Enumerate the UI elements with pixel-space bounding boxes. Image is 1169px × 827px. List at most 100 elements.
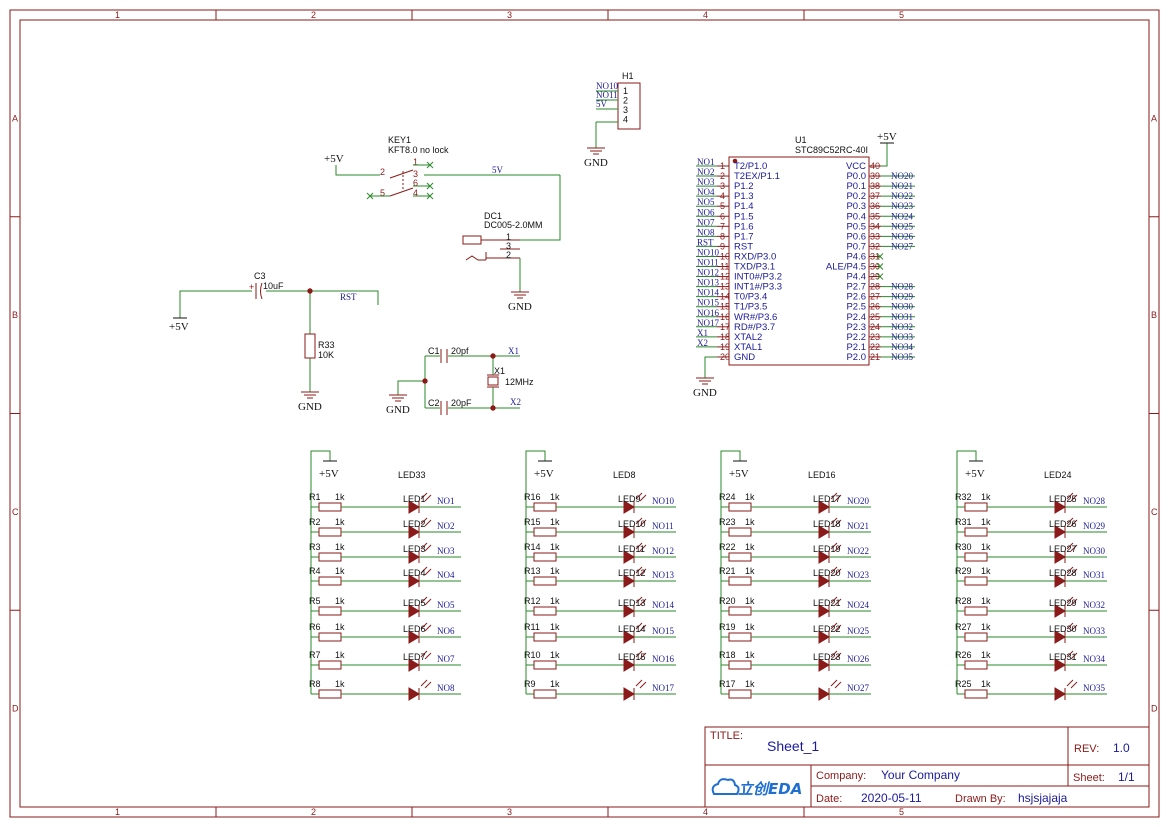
led-diode bbox=[623, 550, 635, 564]
grid-col-label: 3 bbox=[507, 807, 512, 817]
mcu-pin-number: 8 bbox=[720, 231, 725, 241]
grid-col-label: 2 bbox=[311, 10, 316, 20]
resistor-value: 1k bbox=[745, 596, 755, 606]
gnd-label: GND bbox=[298, 401, 322, 413]
mcu-pin-name: TXD/P3.1 bbox=[734, 262, 775, 273]
led-net-label: NO32 bbox=[1083, 600, 1105, 610]
led-net-label: NO26 bbox=[847, 654, 869, 664]
resistor-ref: R29 bbox=[955, 566, 972, 576]
resistor-ref: R5 bbox=[309, 596, 321, 606]
led-ref: LED4 bbox=[403, 568, 426, 578]
resistor-ref: R15 bbox=[524, 517, 541, 527]
c3-ref: C3 bbox=[254, 271, 266, 281]
led-net-label: NO31 bbox=[1083, 570, 1105, 580]
mcu-pin-number: 38 bbox=[870, 181, 880, 191]
led-ref: LED7 bbox=[403, 652, 426, 662]
led-net-label: NO17 bbox=[652, 683, 674, 693]
resistor-ref: R25 bbox=[955, 679, 972, 689]
tb-date: 2020-05-11 bbox=[861, 791, 922, 805]
resistor-ref: R10 bbox=[524, 650, 541, 660]
reset-circuit: + C3 10uF RST R33 10K +5V GND bbox=[169, 271, 379, 413]
resistor bbox=[964, 606, 988, 616]
resistor-ref: R1 bbox=[309, 492, 321, 502]
resistor-value: 1k bbox=[981, 492, 991, 502]
grid-row-label: D bbox=[12, 704, 19, 714]
resistor-value: 1k bbox=[981, 596, 991, 606]
mcu-pin-name: P1.3 bbox=[734, 191, 754, 202]
resistor-ref: R4 bbox=[309, 566, 321, 576]
led-diode bbox=[1054, 604, 1066, 618]
led-net-label: NO4 bbox=[437, 570, 455, 580]
led-diode bbox=[818, 500, 830, 514]
led-ref: LED31 bbox=[1049, 652, 1077, 662]
resistor-ref: R18 bbox=[719, 650, 736, 660]
resistor-value: 1k bbox=[745, 679, 755, 689]
mcu-pin-number: 35 bbox=[870, 211, 880, 221]
mcu-pin-number: 13 bbox=[720, 282, 730, 292]
tb-company-label: Company: bbox=[816, 770, 866, 782]
resistor bbox=[533, 502, 557, 512]
mcu-part: STC89C52RC-40I bbox=[795, 145, 868, 155]
tb-sheet-label: Sheet: bbox=[1073, 772, 1105, 784]
resistor-ref: R27 bbox=[955, 622, 972, 632]
grid-row-label: A bbox=[12, 113, 18, 123]
mcu-pin-number: 32 bbox=[870, 241, 880, 251]
reset-net: RST bbox=[340, 292, 357, 302]
led-net-label: NO10 bbox=[652, 496, 674, 506]
led-net-label: NO27 bbox=[847, 683, 869, 693]
mcu-net-label: NO2 bbox=[697, 167, 715, 177]
c1-ref: C1 bbox=[428, 346, 440, 356]
led-diode bbox=[408, 500, 420, 514]
eda-logo: 立创EDA bbox=[711, 778, 802, 798]
vcc-label: +5V bbox=[534, 468, 554, 480]
led-net-label: NO11 bbox=[652, 521, 674, 531]
resistor-value: 1k bbox=[550, 542, 560, 552]
mcu-pin-name: T2EX/P1.1 bbox=[734, 171, 780, 182]
mcu-pin-number: 36 bbox=[870, 201, 880, 211]
mcu-pin-name: WR#/P3.6 bbox=[734, 312, 777, 323]
mcu-pin-number: 5 bbox=[720, 201, 725, 211]
mcu-pin-name: P0.2 bbox=[846, 191, 866, 202]
c2-ref: C2 bbox=[428, 398, 440, 408]
mcu-net-label: NO5 bbox=[697, 197, 715, 207]
mcu-pin-name: P2.0 bbox=[846, 352, 866, 363]
resistor-value: 1k bbox=[550, 622, 560, 632]
resistor-ref: R23 bbox=[719, 517, 736, 527]
led-ref: LED6 bbox=[403, 624, 426, 634]
mcu-pin-name: ALE/P4.5 bbox=[826, 262, 866, 273]
mcu-pin-number: 7 bbox=[720, 221, 725, 231]
led-ref: LED15 bbox=[618, 652, 646, 662]
mcu-net-label: NO32 bbox=[891, 322, 913, 332]
c3-plus: + bbox=[249, 282, 254, 292]
led-diode bbox=[1054, 525, 1066, 539]
mcu-net-label: NO10 bbox=[697, 247, 719, 257]
led-ref: LED22 bbox=[813, 624, 841, 634]
resistor-ref: R11 bbox=[524, 622, 540, 632]
led-net-label: NO8 bbox=[437, 683, 455, 693]
mcu-net-label: NO6 bbox=[697, 207, 715, 217]
led-net-label: NO25 bbox=[847, 626, 869, 636]
mcu-pin-name: P1.6 bbox=[734, 221, 754, 232]
led-ref: LED26 bbox=[1049, 519, 1077, 529]
resistor bbox=[964, 502, 988, 512]
gnd-label: GND bbox=[386, 404, 410, 416]
led-ref: LED10 bbox=[618, 519, 646, 529]
mcu-net-label: NO29 bbox=[891, 292, 913, 302]
h1-pin-number: 1 bbox=[623, 86, 628, 96]
mcu-pin-number: 15 bbox=[720, 302, 730, 312]
resistor-ref: R24 bbox=[719, 492, 736, 502]
resistor-ref: R30 bbox=[955, 542, 972, 552]
resistor-value: 1k bbox=[335, 622, 345, 632]
vcc-label: +5V bbox=[319, 468, 339, 480]
resistor bbox=[533, 527, 557, 537]
led-diode bbox=[818, 525, 830, 539]
led-diode bbox=[818, 550, 830, 564]
jack-dc1: DC1 DC005-2.0MM 132 GND bbox=[462, 211, 543, 313]
mcu-net-label: NO11 bbox=[697, 258, 719, 268]
grid-col-label: 5 bbox=[899, 10, 904, 20]
led-group-title: LED24 bbox=[1044, 470, 1072, 480]
led-net-label: NO6 bbox=[437, 626, 455, 636]
mcu-pin-name: P2.2 bbox=[846, 332, 866, 343]
mcu-pin-name: P2.3 bbox=[846, 322, 866, 333]
